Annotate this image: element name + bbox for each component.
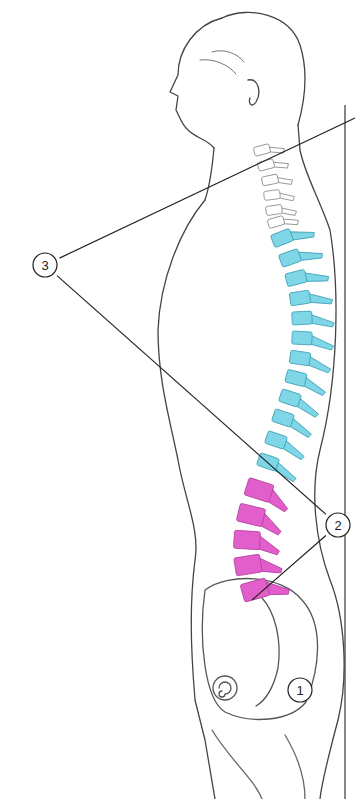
callout-ring — [288, 678, 312, 702]
spine — [233, 140, 334, 606]
callout-ring — [33, 253, 57, 277]
vertebral-body — [285, 269, 308, 286]
spinous-process — [309, 335, 334, 350]
vertebra — [289, 287, 333, 310]
vertebral-body — [265, 204, 282, 215]
plumb-line — [344, 105, 345, 799]
leader-line — [57, 276, 326, 515]
vertebral-body — [271, 409, 294, 428]
body-outline — [158, 12, 344, 799]
vertebra — [253, 140, 285, 160]
vertebral-body — [278, 249, 301, 268]
leader-line — [252, 536, 326, 601]
vertebral-body — [240, 578, 270, 602]
spinous-process — [296, 244, 323, 265]
leader-lines — [57, 118, 355, 600]
vertebral-body — [278, 389, 301, 408]
spinous-process — [303, 267, 330, 286]
callout-number: 1 — [296, 684, 303, 697]
spinous-process — [288, 223, 315, 245]
vertebral-body — [264, 431, 287, 450]
vertebra — [233, 530, 280, 555]
vertebral-body — [285, 369, 308, 386]
vertebral-body — [263, 189, 280, 200]
callout-ring — [326, 513, 350, 537]
vertebral-body — [236, 503, 265, 527]
vertebral-body — [253, 144, 271, 157]
vertebra — [261, 171, 293, 190]
vertebra — [289, 350, 333, 373]
vertebra — [267, 212, 299, 233]
vertebral-body — [289, 350, 311, 366]
vertebra — [270, 220, 315, 251]
vertebra — [285, 264, 330, 291]
spinous-process — [257, 535, 280, 555]
vertebra — [278, 241, 323, 271]
callout-circle: 1 — [287, 677, 313, 703]
vertebral-body — [234, 554, 263, 576]
callout-number: 3 — [41, 259, 48, 272]
vertebra — [234, 551, 283, 580]
callout-circle: 2 — [325, 512, 351, 538]
callout-circle: 3 — [32, 252, 58, 278]
vertebra — [257, 155, 289, 175]
vertebral-body — [292, 311, 313, 325]
vertebral-body — [261, 174, 278, 186]
spinous-process — [307, 290, 333, 307]
vertebral-body — [233, 530, 260, 550]
vertebral-body — [289, 290, 311, 306]
vertebra — [291, 331, 334, 350]
spinous-process — [258, 554, 283, 576]
vertebral-body — [244, 477, 274, 502]
vertebra — [263, 188, 294, 205]
vertebral-body — [267, 215, 285, 228]
vertebra — [292, 310, 335, 329]
leader-line — [60, 118, 356, 258]
spinous-process — [310, 313, 335, 328]
vertebral-body — [292, 331, 313, 345]
callout-number: 2 — [334, 519, 341, 532]
vertebral-body — [270, 228, 293, 247]
